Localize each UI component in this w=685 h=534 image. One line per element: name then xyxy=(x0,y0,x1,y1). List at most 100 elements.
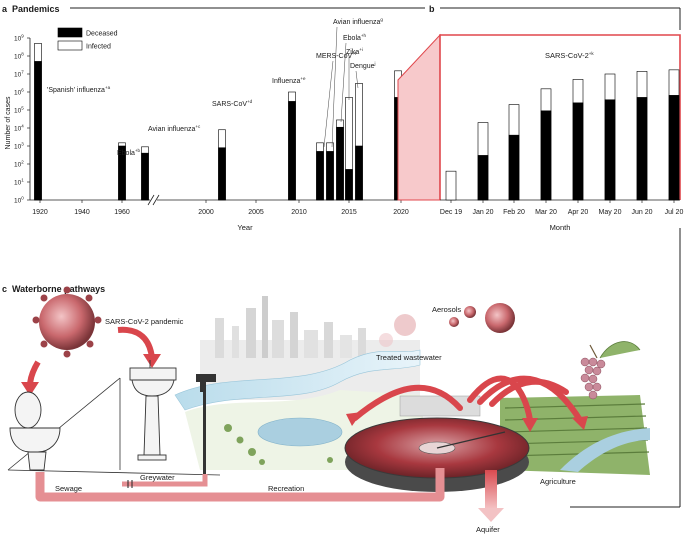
treated-wastewater-arrows xyxy=(352,375,583,423)
bar-deceased xyxy=(141,152,149,201)
leader-line-mers xyxy=(323,60,334,148)
y-tick-label: 103 xyxy=(14,142,24,151)
bar-deceased xyxy=(508,134,520,201)
bar-deceased xyxy=(636,97,648,201)
x-tick-label: Dec 19 xyxy=(440,209,462,216)
bar-deceased xyxy=(355,145,363,201)
x-tick-label: 2005 xyxy=(248,209,264,216)
bar-deceased xyxy=(218,147,226,201)
bar-deceased xyxy=(316,151,324,201)
bar-deceased xyxy=(668,95,680,201)
arrow-head-field xyxy=(522,418,538,432)
recreation-lake xyxy=(257,417,343,447)
x-tick-label: Mar 20 xyxy=(535,209,557,216)
panel-a-x-ticks: 1920 1940 1960 2000 2005 2010 2015 2020 xyxy=(32,200,409,216)
panel-b-frame xyxy=(439,34,681,200)
leader-line-avian-2013 xyxy=(331,26,338,148)
panel-b-series-label: SARS-CoV-2+k xyxy=(545,51,594,60)
x-tick-label: 2000 xyxy=(198,209,214,216)
x-tick-label: Jun 20 xyxy=(631,209,652,216)
panel-b-x-label: Month xyxy=(550,223,571,232)
bar-deceased xyxy=(34,61,42,201)
label-agriculture: Agriculture xyxy=(540,477,576,486)
aerosol-virus-particles xyxy=(379,303,515,347)
label-avian-influenza-2013: Avian influenzag xyxy=(333,17,383,26)
label-spanish-influenza: 'Spanish' influenza+a xyxy=(47,85,111,94)
legend-deceased-swatch xyxy=(57,27,83,38)
y-tick-label: 100 xyxy=(14,196,24,205)
axis-break-mark xyxy=(147,194,155,206)
arrow-head-recreation xyxy=(346,412,362,426)
bar-deceased xyxy=(326,151,334,201)
arrow-head-agriculture xyxy=(572,416,588,430)
label-treated-wastewater: Treated wastewater xyxy=(376,353,442,362)
label-aerosols: Aerosols xyxy=(432,305,461,314)
panel-c-letter: c xyxy=(2,284,7,294)
x-tick-label: 2015 xyxy=(341,209,357,216)
panel-b-letter: b xyxy=(429,4,435,14)
label-aquifer: Aquifer xyxy=(476,525,500,534)
panel-c: c Waterborne pathways xyxy=(2,284,650,534)
grapes-icon xyxy=(580,341,641,400)
legend-infected-swatch xyxy=(57,40,83,51)
bar-deceased xyxy=(572,102,584,201)
bar-deceased xyxy=(118,145,126,201)
bar-deceased xyxy=(604,99,616,201)
x-tick-label: Feb 20 xyxy=(503,209,525,216)
aquifer-arrow xyxy=(485,470,497,510)
y-tick-label: 106 xyxy=(14,88,24,97)
label-sewage: Sewage xyxy=(55,484,82,493)
x-tick-label: Jan 20 xyxy=(472,209,493,216)
legend-deceased-label: Deceased xyxy=(86,31,118,38)
panel-a-letter: a xyxy=(2,4,8,14)
label-ebola-1976: Ebola+b xyxy=(117,148,141,157)
leader-line-dengue xyxy=(355,70,359,89)
y-tick-label: 102 xyxy=(14,160,24,169)
virus-arrow-toilet-head xyxy=(21,382,39,396)
x-tick-label: 2020 xyxy=(393,209,409,216)
panel-a-bars xyxy=(34,43,402,201)
agriculture-field xyxy=(500,395,650,475)
label-mers-cov: MERS-CoV+f xyxy=(316,51,357,60)
label-influenza-2009: Influenza+e xyxy=(272,76,306,85)
sink-icon xyxy=(129,360,177,461)
label-greywater: Greywater xyxy=(140,473,175,482)
panel-b-bars xyxy=(445,69,680,201)
label-avian-influenza-1997: Avian influenza+c xyxy=(148,124,201,133)
virus-icon xyxy=(32,286,102,358)
x-tick-label: Jul 20 xyxy=(665,209,684,216)
bar-deceased xyxy=(345,169,353,201)
y-tick-label: 108 xyxy=(14,52,24,61)
label-ebola-2014: Ebola+h xyxy=(343,33,367,42)
y-tick-label: 107 xyxy=(14,70,24,79)
label-recreation: Recreation xyxy=(268,484,304,493)
pipe-network xyxy=(35,468,445,502)
x-tick-label: 1920 xyxy=(32,209,48,216)
faucet-icon xyxy=(196,374,216,474)
label-zika: Zika+i xyxy=(346,47,363,56)
bar-deceased xyxy=(540,110,552,201)
aquifer-arrow-head xyxy=(478,508,504,522)
river xyxy=(174,349,421,411)
greywater-pipe xyxy=(122,474,208,487)
virus-arrow-sink-head xyxy=(143,354,161,368)
legend-infected-label: Infected xyxy=(86,44,111,51)
bar-infected xyxy=(445,170,457,201)
x-tick-label: 2010 xyxy=(291,209,307,216)
bar-deceased xyxy=(477,155,489,201)
virus-arrow-sink xyxy=(117,326,155,359)
panel-a: a Pandemics 1091081071061051041031021011… xyxy=(2,4,425,232)
label-pandemic: SARS-CoV-2 pandemic xyxy=(105,317,184,326)
y-tick-label: 101 xyxy=(14,178,24,187)
x-tick-label: Apr 20 xyxy=(568,209,589,216)
y-tick-label: 104 xyxy=(14,124,24,133)
treatment-tank xyxy=(344,395,530,492)
x-tick-label: 1940 xyxy=(74,209,90,216)
panel-a-x-label: Year xyxy=(237,223,253,232)
panel-a-y-label: Number of cases xyxy=(5,96,12,149)
x-tick-label: 1960 xyxy=(114,209,130,216)
bar-deceased xyxy=(288,101,296,201)
